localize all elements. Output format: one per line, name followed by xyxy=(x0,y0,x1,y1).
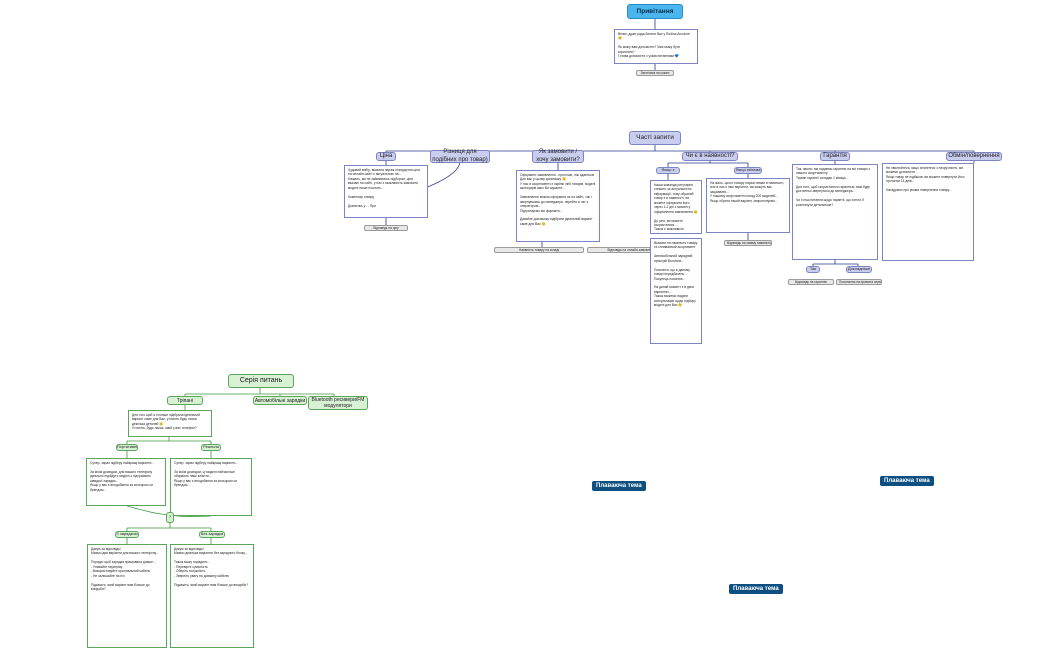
warranty-no-chip[interactable]: Посилання на правила сервісу xyxy=(836,279,882,285)
branch-order[interactable]: Як замовити / хочу замовити? xyxy=(532,149,584,163)
greeting-note: Вітаю, дуже рада бачити Вас у Rodina Acc… xyxy=(614,29,698,64)
stock-yes-detail: Вказати на наявність товару та спливаючи… xyxy=(650,238,702,344)
branch-difference[interactable]: Різниця для подібних про товар) xyxy=(430,149,490,163)
series-nocharge-label: Без зарядки xyxy=(200,531,224,537)
branch-warranty-label: Гарантія xyxy=(823,152,847,159)
series-charge[interactable]: З зарядкою xyxy=(115,531,139,538)
order-note: Оформити замовлення - простіше, ніж здає… xyxy=(516,170,600,242)
warranty-yes-label: Так xyxy=(809,266,817,272)
branch-exchange[interactable]: Обмін/повернення xyxy=(946,152,1002,161)
branch-exchange-label: Обмін/повернення xyxy=(948,152,1000,159)
greeting-title: Привітання xyxy=(636,7,674,15)
branch-price[interactable]: Ціна xyxy=(376,152,396,161)
stock-no-label: Якщо ні/нема xyxy=(735,167,761,173)
series-charge-note: Дякую за відповідь! Маємо два варіанти д… xyxy=(87,544,167,648)
warranty-note: Так, звісно, ми надаємо гарантію на всі … xyxy=(792,164,878,260)
order-chip-1[interactable]: Наявність товару на складі xyxy=(494,247,584,253)
price-chip[interactable]: Відповідь на ціну xyxy=(364,225,408,231)
series-mid-label: ? xyxy=(168,514,172,520)
series-title: Серія питань xyxy=(239,376,283,384)
series-charge-label: З зарядкою xyxy=(116,531,138,537)
floating-topic-1[interactable]: Плаваюча тема xyxy=(592,481,646,491)
series-branch-2[interactable]: Автомобільні зарядки xyxy=(253,396,307,405)
warranty-yes[interactable]: Так xyxy=(806,266,820,273)
stock-no-chip[interactable]: Відповідь на заявку наявність xyxy=(724,240,772,246)
faq-title: Часті запити xyxy=(636,134,674,142)
series-mid[interactable]: ? xyxy=(166,512,174,523)
series-topic[interactable]: Серія питань xyxy=(228,374,294,388)
series-nocharge[interactable]: Без зарядки xyxy=(199,531,225,538)
faq-topic[interactable]: Часті запити xyxy=(629,131,681,145)
branch-warranty[interactable]: Гарантія xyxy=(820,152,850,161)
branch-price-label: Ціна xyxy=(379,152,393,159)
series-left[interactable]: Портативні xyxy=(116,444,138,451)
series-branch-1-label: Тріпані xyxy=(176,397,194,404)
series-right[interactable]: Реальна xyxy=(201,444,221,451)
series-left-label: Портативні xyxy=(116,444,138,450)
stock-yes[interactable]: Якщо є xyxy=(656,167,680,174)
branch-stock-label: Чи є в наявності? xyxy=(685,152,735,159)
stock-no[interactable]: Якщо ні/нема xyxy=(734,167,762,174)
floating-topic-2[interactable]: Плаваюча тема xyxy=(880,476,934,486)
price-note: Чудовий вибір, вказана наразі стандартна… xyxy=(344,165,428,218)
branch-stock[interactable]: Чи є в наявності? xyxy=(682,152,738,161)
exchange-note: Не хвилюйтеся, якщо зіткнетеся з незручн… xyxy=(882,163,974,261)
warranty-yes-chip[interactable]: Відповідь на гарантію xyxy=(788,279,834,285)
series-right-label: Реальна xyxy=(203,444,219,450)
series-left-note: Супер, зараз підберу найкращі варіанти..… xyxy=(86,458,166,506)
greeting-chip[interactable]: Заготовка на кожен xyxy=(636,70,674,76)
stock-yes-note: Наша команда регулярно стежить за актуал… xyxy=(650,180,702,234)
series-branch-1[interactable]: Тріпані xyxy=(167,396,203,405)
stock-no-note: На жаль, цього товару наразі немає в ная… xyxy=(706,178,790,233)
stock-yes-label: Якщо є xyxy=(661,167,675,173)
series-nocharge-note: Дякую за відповідь! Маємо декілька варіа… xyxy=(170,544,254,648)
branch-difference-label: Різниця для подібних про товар) xyxy=(432,149,488,163)
greeting-topic[interactable]: Привітання xyxy=(627,4,683,19)
branch-order-label: Як замовити / хочу замовити? xyxy=(536,149,580,163)
series-right-note: Супер, зараз підберу найкращі варіанти..… xyxy=(170,458,252,516)
series-question-note: Для того щоб я точніше підібрала ідеальн… xyxy=(128,410,212,437)
series-branch-3[interactable]: Bluetooth ресивери/FM модулятори xyxy=(308,396,368,410)
series-branch-2-label: Автомобільні зарядки xyxy=(254,397,306,404)
warranty-no-label: Докладніше xyxy=(847,266,871,272)
series-branch-3-label: Bluetooth ресивери/FM модулятори xyxy=(311,397,365,409)
floating-topic-3[interactable]: Плаваюча тема xyxy=(729,584,783,594)
warranty-no[interactable]: Докладніше xyxy=(846,266,872,273)
